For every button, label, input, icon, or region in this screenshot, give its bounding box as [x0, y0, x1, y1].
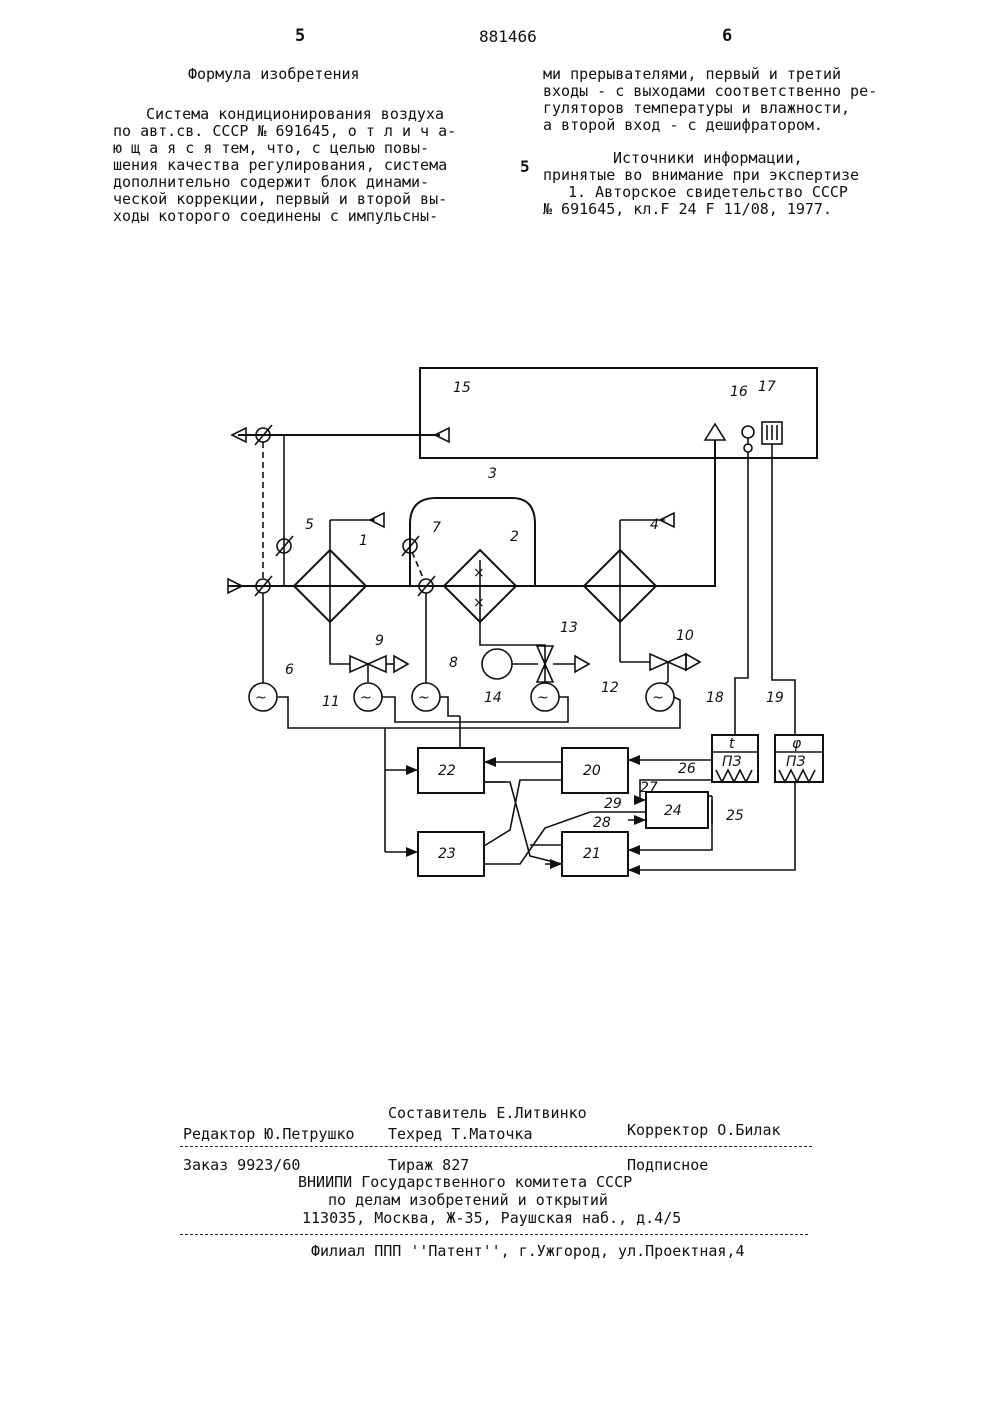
label-28: 28 — [593, 815, 611, 831]
label-14: 14 — [484, 690, 502, 706]
label-11: 11 — [322, 694, 340, 710]
label-19: 19 — [766, 690, 784, 706]
block-23-label: 23 — [438, 846, 456, 862]
label-17: 17 — [758, 379, 776, 395]
actuator-11: ~ — [354, 683, 382, 711]
corrector: Корректор О.Билак — [627, 1122, 781, 1139]
label-25: 25 — [726, 808, 744, 824]
label-18: 18 — [706, 690, 724, 706]
tech-editor: Техред Т.Маточка — [388, 1126, 533, 1143]
block-22-label: 22 — [438, 763, 456, 779]
supply-into-room-arrow — [705, 424, 725, 440]
subscription: Подписное — [627, 1157, 708, 1174]
address: 113035, Москва, Ж-35, Раушская наб., д.4… — [302, 1210, 681, 1227]
label-6: 6 — [285, 662, 294, 678]
organization-line-1: ВНИИПИ Государственного комитета СССР — [298, 1174, 632, 1191]
block-18-top-label: t — [729, 736, 735, 752]
block-24-label: 24 — [664, 803, 682, 819]
actuator-12: ~ — [646, 682, 674, 711]
organization-line-2: по делам изобретений и открытий — [328, 1192, 608, 1209]
editor: Редактор Ю.Петрушко — [183, 1126, 355, 1143]
temperature-sensor-16 — [735, 426, 754, 735]
order-number: Заказ 9923/60 — [183, 1157, 300, 1174]
svg-text:~: ~ — [418, 690, 430, 706]
divider — [180, 1234, 808, 1235]
divider — [180, 1146, 812, 1147]
label-10: 10 — [676, 628, 694, 644]
label-27: 27 — [640, 780, 658, 796]
label-16: 16 — [730, 384, 748, 400]
block-21-label: 21 — [583, 846, 601, 862]
valve-13 — [512, 646, 589, 682]
branch-address: Филиал ППП ''Патент'', г.Ужгород, ул.Про… — [311, 1243, 744, 1260]
label-1: 1 — [359, 533, 368, 549]
svg-text:~: ~ — [652, 690, 664, 706]
spray-mark: × — [473, 595, 485, 611]
block-19-bottom-label: ПЗ — [786, 754, 806, 770]
label-7: 7 — [432, 520, 441, 536]
label-8: 8 — [449, 655, 458, 671]
label-26: 26 — [678, 761, 696, 777]
svg-text:~: ~ — [255, 690, 267, 706]
label-13: 13 — [560, 620, 578, 636]
label-29: 29 — [604, 796, 622, 812]
block-18-bottom-label: ПЗ — [722, 754, 742, 770]
actuator-14: ~ — [531, 683, 559, 711]
label-3: 3 — [488, 466, 497, 482]
svg-text:~: ~ — [537, 690, 549, 706]
label-9: 9 — [375, 633, 384, 649]
composer: Составитель Е.Литвинко — [388, 1105, 587, 1122]
supply-duct — [228, 440, 715, 586]
humidity-sensor-17 — [762, 422, 795, 735]
svg-text:~: ~ — [360, 690, 372, 706]
label-15: 15 — [453, 380, 471, 396]
actuator-6: ~ — [249, 593, 277, 711]
circulation: Тираж 827 — [388, 1157, 469, 1174]
valve-9 — [330, 652, 408, 682]
label-4: 4 — [650, 517, 659, 533]
label-12: 12 — [601, 680, 619, 696]
valve-10 — [620, 654, 700, 682]
label-5: 5 — [305, 517, 314, 533]
spray-mark: × — [473, 565, 485, 581]
label-2: 2 — [510, 529, 519, 545]
pump-tank — [482, 649, 512, 679]
block-19-top-label: φ — [792, 736, 802, 752]
actuator-8: ~ — [412, 593, 440, 711]
block-20-label: 20 — [583, 763, 601, 779]
